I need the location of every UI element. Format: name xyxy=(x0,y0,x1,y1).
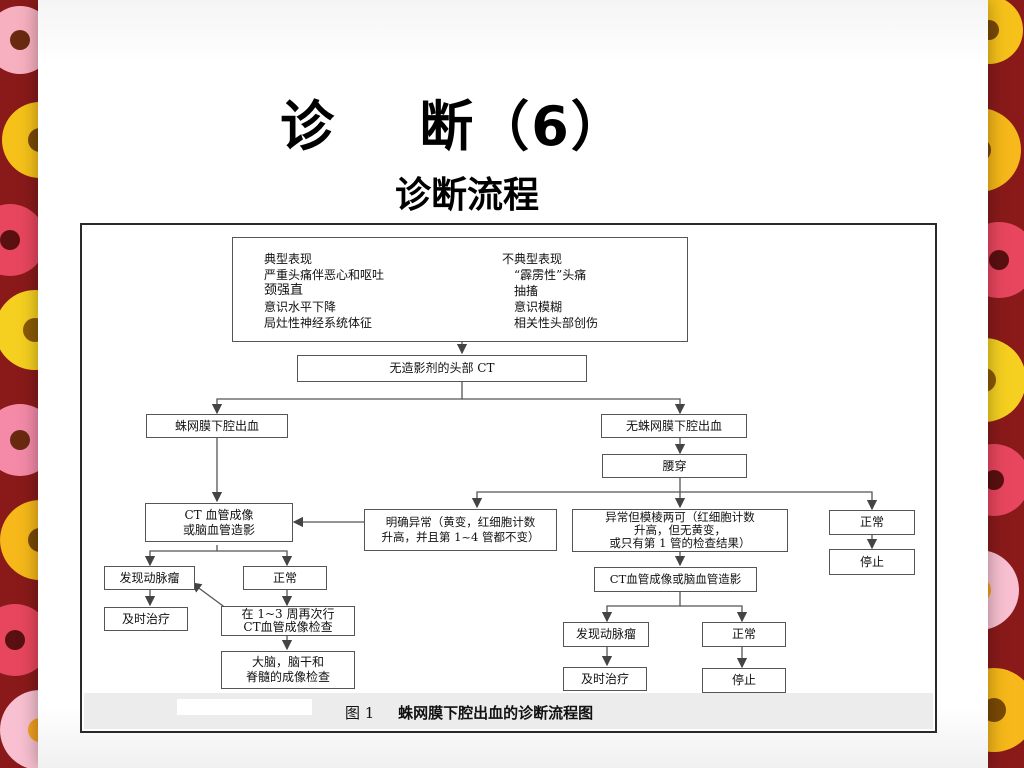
node-aneurysm-right: 发现动脉瘤 xyxy=(563,622,649,647)
node-neuro-imaging: 大脑，脑干和 脊髓的成像检查 xyxy=(221,651,355,689)
node-stop-right: 停止 xyxy=(702,668,786,693)
node-treat-right: 及时治疗 xyxy=(563,667,647,691)
node-repeat-cta: 在 1~3 周再次行 CT血管成像检查 xyxy=(221,606,355,636)
atypical-item: 抽搐 xyxy=(514,284,539,298)
typical-item: 严重头痛伴恶心和呕吐 xyxy=(264,268,385,282)
caption-text: 蛛网膜下腔出血的诊断流程图 xyxy=(398,704,594,722)
node-sah: 蛛网膜下腔出血 xyxy=(146,414,288,438)
typical-item: 局灶性神经系统体征 xyxy=(264,316,373,330)
atypical-item: 相关性头部创伤 xyxy=(514,316,599,330)
typical-item: 意识水平下降 xyxy=(264,300,337,314)
node-stop-lp: 停止 xyxy=(829,549,915,575)
atypical-header: 不典型表现 xyxy=(502,252,563,266)
atypical-symptoms-list: 不典型表现 “霹雳性”头痛 抽搐 意识模糊 相关性头部创伤 xyxy=(502,251,598,331)
atypical-item: 意识模糊 xyxy=(514,300,563,314)
node-cta-right: CT血管成像或脑血管造影 xyxy=(594,567,757,592)
node-normal-left: 正常 xyxy=(243,566,327,590)
node-normal-right: 正常 xyxy=(702,622,786,647)
node-lumbar-puncture: 腰穿 xyxy=(602,454,747,478)
typical-symptoms-list: 典型表现 严重头痛伴恶心和呕吐 颈强直 意识水平下降 局灶性神经系统体征 xyxy=(264,251,384,331)
node-treat-left: 及时治疗 xyxy=(104,607,188,631)
caption-label: 图 1 xyxy=(345,704,375,722)
node-head-ct: 无造影剂的头部 CT xyxy=(297,355,587,382)
node-clear-abnormal: 明确异常（黄变，红细胞计数 升高，并且第 1~4 管都不变） xyxy=(364,509,557,551)
node-normal-lp: 正常 xyxy=(829,510,915,535)
typical-item: 颈强直 xyxy=(264,283,304,298)
node-aneurysm-left: 发现动脉瘤 xyxy=(104,566,195,590)
flowchart-figure: 典型表现 严重头痛伴恶心和呕吐 颈强直 意识水平下降 局灶性神经系统体征 不典型… xyxy=(80,223,937,733)
slide-subtitle: 诊断流程 xyxy=(395,175,540,216)
flowchart-connectors xyxy=(144,342,878,669)
slide-title: 诊 断（6） xyxy=(280,95,627,158)
node-no-sah: 无蛛网膜下腔出血 xyxy=(601,414,747,438)
typical-header: 典型表现 xyxy=(264,252,313,266)
node-ambiguous: 异常但模棱两可（红细胞计数 升高，但无黄变， 或只有第 1 管的检查结果） xyxy=(572,509,788,552)
symptoms-box xyxy=(232,237,688,342)
caption-blank-patch xyxy=(177,699,312,715)
node-cta-left: CT 血管成像 或脑血管造影 xyxy=(145,503,293,542)
atypical-item: “霹雳性”头痛 xyxy=(514,268,587,282)
figure-caption: 图 1 蛛网膜下腔出血的诊断流程图 xyxy=(345,702,593,723)
